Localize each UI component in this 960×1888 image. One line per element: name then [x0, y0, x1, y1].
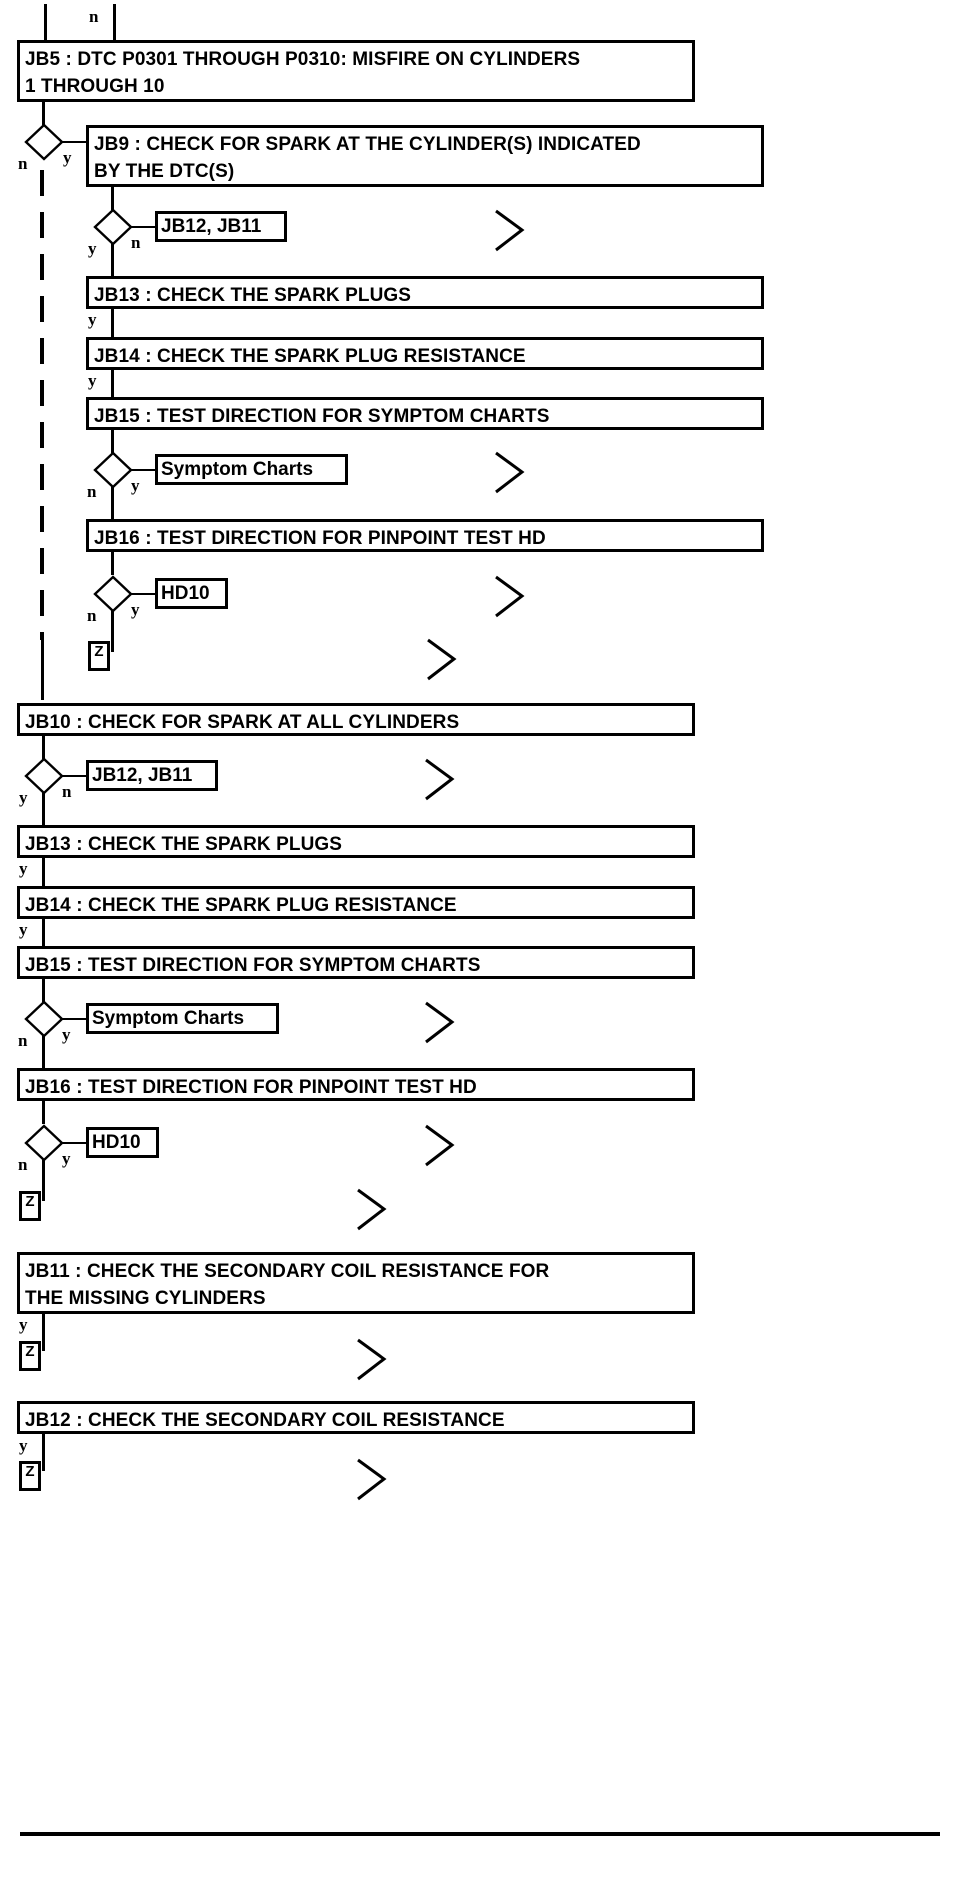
connector-decision3-to-jb16a: [111, 486, 114, 520]
connector-jb10-to-decision5: [42, 735, 45, 759]
offpage-chevron-4: [424, 637, 460, 682]
offpage-chevron-3: [492, 574, 528, 619]
decision-diamond-4[interactable]: [93, 575, 133, 613]
edge-label-d7-n: n: [18, 1155, 28, 1174]
connector-jb16b-to-decision7: [42, 1100, 45, 1124]
connector-jb14b-to-jb15b: [42, 918, 45, 947]
connector-jb11-to-z3: [42, 1313, 45, 1351]
terminator-box-z-1[interactable]: Z: [88, 641, 110, 671]
decision-diamond-2[interactable]: [93, 208, 133, 246]
entry-line-right: [113, 4, 116, 40]
process-box-jb11[interactable]: JB11 : CHECK THE SECONDARY COIL RESISTAN…: [17, 1252, 695, 1314]
edge-label-d3-y: y: [131, 476, 140, 495]
process-box-jb13-b[interactable]: JB13 : CHECK THE SPARK PLUGS: [17, 825, 695, 858]
process-box-jb14-a[interactable]: JB14 : CHECK THE SPARK PLUG RESISTANCE: [86, 337, 764, 370]
edge-label-d2-n: n: [131, 233, 141, 252]
edge-label-jb13b-y: y: [19, 859, 28, 878]
process-box-jb13-a[interactable]: JB13 : CHECK THE SPARK PLUGS: [86, 276, 764, 309]
connector-decision5-to-jb13b: [42, 792, 45, 826]
decision-diamond-5[interactable]: [24, 757, 64, 795]
offpage-chevron-10: [354, 1457, 390, 1502]
edge-label-d4-y: y: [131, 600, 140, 619]
terminator-box-z-2[interactable]: Z: [19, 1191, 41, 1221]
connector-jb15a-to-decision3: [111, 429, 114, 453]
process-box-jb10[interactable]: JB10 : CHECK FOR SPARK AT ALL CYLINDERS: [17, 703, 695, 736]
connector-decision6-to-ref5: [61, 1018, 88, 1020]
terminator-box-z-3[interactable]: Z: [19, 1341, 41, 1371]
edge-label-d4-n: n: [87, 606, 97, 625]
edge-label-d3-n: n: [87, 482, 97, 501]
process-box-jb12[interactable]: JB12 : CHECK THE SECONDARY COIL RESISTAN…: [17, 1401, 695, 1434]
decision-diamond-3[interactable]: [93, 451, 133, 489]
connector-jb12-to-z4: [42, 1433, 45, 1471]
edge-label-jb12-y: y: [19, 1436, 28, 1455]
offpage-chevron-2: [492, 450, 528, 495]
edge-label-d6-y: y: [62, 1025, 71, 1044]
connector-jb9-to-decision2: [111, 186, 114, 210]
decision-diamond-6[interactable]: [24, 1000, 64, 1038]
edge-label-d6-n: n: [18, 1031, 28, 1050]
offpage-chevron-5: [422, 757, 458, 802]
offpage-chevron-8: [354, 1187, 390, 1232]
terminator-box-z-4[interactable]: Z: [19, 1461, 41, 1491]
edge-label-jb13a-y: y: [88, 310, 97, 329]
connector-decision3-to-ref2: [130, 469, 157, 471]
offpage-chevron-6: [422, 1000, 458, 1045]
edge-label-jb14b-y: y: [19, 920, 28, 939]
connector-decision5-to-ref4: [61, 775, 88, 777]
reference-box-hd10-1[interactable]: HD10: [155, 578, 228, 609]
offpage-chevron-7: [422, 1123, 458, 1168]
connector-jb14a-to-jb15a: [111, 369, 114, 398]
edge-label-entry-n: n: [89, 7, 99, 26]
connector-decision2-to-ref1: [130, 226, 157, 228]
flowline-no-branch-solid-tail: [41, 640, 44, 700]
process-box-jb15-b[interactable]: JB15 : TEST DIRECTION FOR SYMPTOM CHARTS: [17, 946, 695, 979]
connector-decision1-to-jb9: [61, 141, 89, 143]
edge-label-d2-y: y: [88, 239, 97, 258]
connector-jb13a-to-jb14a: [111, 308, 114, 338]
edge-label-jb14a-y: y: [88, 371, 97, 390]
edge-label-d5-n: n: [62, 782, 72, 801]
decision-diamond-1[interactable]: [24, 123, 64, 161]
connector-decision7-to-z2: [42, 1159, 45, 1201]
reference-box-symptom-charts-2[interactable]: Symptom Charts: [86, 1003, 279, 1034]
edge-label-d5-y: y: [19, 788, 28, 807]
reference-box-symptom-charts-1[interactable]: Symptom Charts: [155, 454, 348, 485]
process-box-jb16-a[interactable]: JB16 : TEST DIRECTION FOR PINPOINT TEST …: [86, 519, 764, 552]
edge-label-d7-y: y: [62, 1149, 71, 1168]
connector-jb15b-to-decision6: [42, 978, 45, 1002]
process-box-jb14-b[interactable]: JB14 : CHECK THE SPARK PLUG RESISTANCE: [17, 886, 695, 919]
edge-label-d1-y: y: [63, 148, 72, 167]
connector-jb13b-to-jb14b: [42, 857, 45, 887]
reference-box-jb12-jb11-2[interactable]: JB12, JB11: [86, 760, 218, 791]
process-box-jb5[interactable]: JB5 : DTC P0301 THROUGH P0310: MISFIRE O…: [17, 40, 695, 102]
process-box-jb15-a[interactable]: JB15 : TEST DIRECTION FOR SYMPTOM CHARTS: [86, 397, 764, 430]
connector-decision6-to-jb16b: [42, 1035, 45, 1069]
process-box-jb9[interactable]: JB9 : CHECK FOR SPARK AT THE CYLINDER(S)…: [86, 125, 764, 187]
offpage-chevron-1: [492, 208, 528, 253]
decision-diamond-7[interactable]: [24, 1124, 64, 1162]
entry-line-left: [44, 4, 47, 40]
connector-decision4-to-z1: [111, 610, 114, 652]
connector-decision4-to-ref3: [130, 593, 157, 595]
process-box-jb16-b[interactable]: JB16 : TEST DIRECTION FOR PINPOINT TEST …: [17, 1068, 695, 1101]
bottom-divider: [20, 1832, 940, 1836]
connector-decision2-to-jb13: [111, 243, 114, 277]
edge-label-jb11-y: y: [19, 1315, 28, 1334]
connector-jb5-to-decision1: [42, 101, 45, 125]
edge-label-d1-n: n: [18, 154, 28, 173]
connector-jb16a-to-decision4: [111, 551, 114, 575]
connector-decision7-to-ref6: [61, 1142, 88, 1144]
reference-box-jb12-jb11-1[interactable]: JB12, JB11: [155, 211, 287, 242]
offpage-chevron-9: [354, 1337, 390, 1382]
flowline-no-branch-dashed: [40, 170, 44, 640]
reference-box-hd10-2[interactable]: HD10: [86, 1127, 159, 1158]
